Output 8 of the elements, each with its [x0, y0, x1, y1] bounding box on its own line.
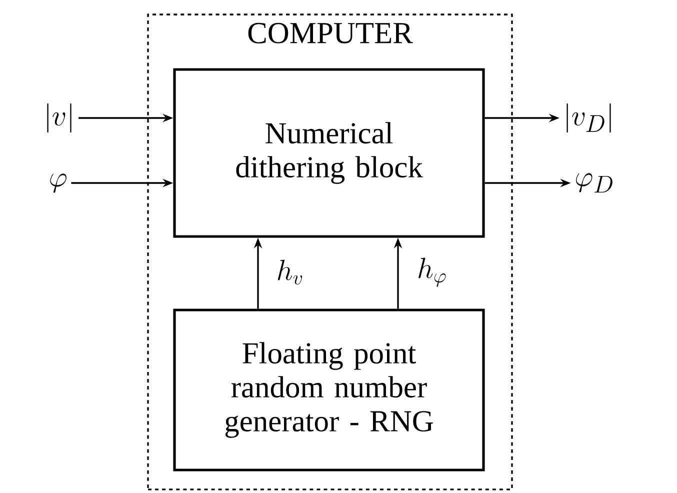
signal-label: $|v|$: [47, 103, 72, 133]
process-box: Numerical dithering block: [173, 68, 485, 238]
signal-label: $\varphi_D$: [576, 173, 612, 193]
process-box: Floating point random number generator - RNG: [173, 308, 485, 472]
signal-label: $|v_D|$: [566, 103, 611, 133]
edge-label: $h_v$: [278, 260, 302, 284]
signal-label: $\varphi$: [50, 174, 66, 193]
edge-label: $h_\varphi$: [418, 258, 446, 287]
